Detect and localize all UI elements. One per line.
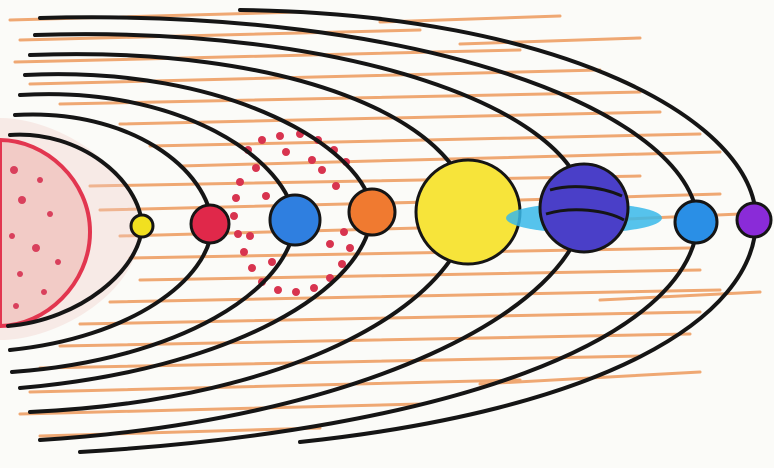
mercury-planet — [131, 215, 153, 237]
asteroid-dot — [268, 258, 276, 266]
neptune-planet — [737, 203, 771, 237]
asteroid-dot — [232, 194, 240, 202]
asteroid-dot — [338, 260, 346, 268]
jupiter-planet — [416, 160, 520, 264]
mars-planet — [349, 189, 395, 235]
venus-planet — [191, 205, 229, 243]
asteroid-dot — [346, 244, 354, 252]
asteroid-dot — [282, 148, 290, 156]
asteroid-dot — [310, 284, 318, 292]
asteroid-dot — [274, 286, 282, 294]
asteroid-dot — [318, 166, 326, 174]
asteroid-dot — [234, 230, 242, 238]
asteroid-dot — [236, 178, 244, 186]
asteroid-dot — [230, 212, 238, 220]
asteroid-dot — [308, 156, 316, 164]
asteroid-dot — [332, 182, 340, 190]
asteroid-dot — [246, 232, 254, 240]
asteroid-dot — [240, 248, 248, 256]
asteroid-dot — [340, 228, 348, 236]
asteroid-dot — [252, 164, 260, 172]
asteroid-dot — [248, 264, 256, 272]
asteroid-dot — [258, 136, 266, 144]
asteroid-dot — [262, 192, 270, 200]
asteroid-dot — [292, 288, 300, 296]
asteroid-dot — [276, 132, 284, 140]
asteroid-dot — [326, 240, 334, 248]
uranus-planet — [675, 201, 717, 243]
earth-planet — [270, 195, 320, 245]
